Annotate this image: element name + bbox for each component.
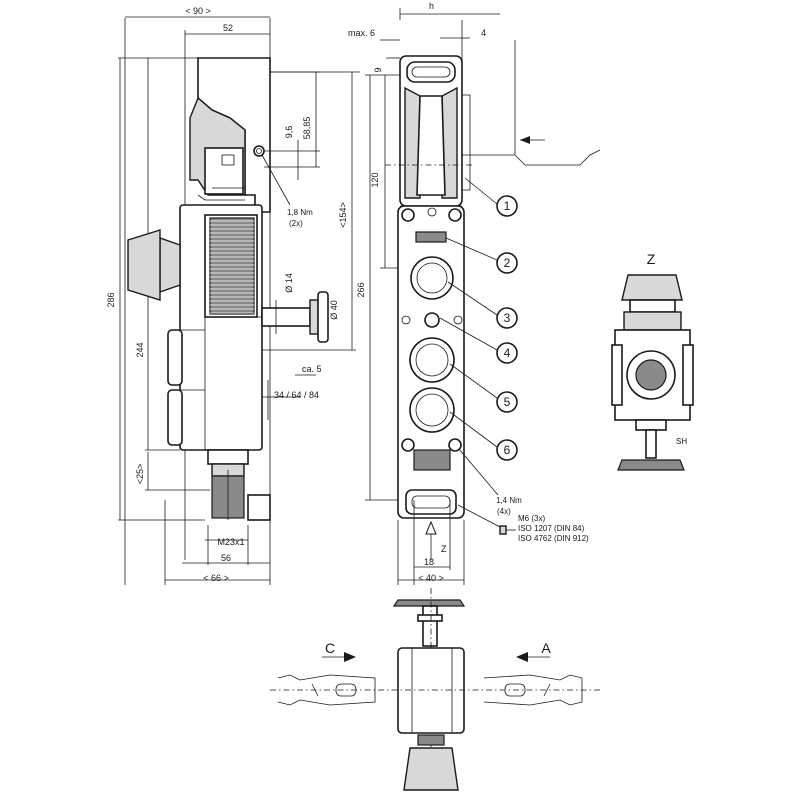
callout-6: 6	[496, 439, 518, 461]
view-z-arrow: Z	[441, 544, 447, 554]
dim-h: h	[429, 1, 434, 11]
dim-266: 266	[356, 282, 366, 297]
dim-18: 18	[424, 557, 434, 567]
dim-width-40: < 40 >	[418, 573, 444, 583]
view-z-sh-label: SH	[676, 437, 687, 446]
svg-text:6: 6	[504, 443, 511, 457]
torque-top: 1,8 Nm	[287, 208, 313, 217]
dim-height-286: 286	[106, 292, 116, 307]
dim-4: 4	[481, 28, 486, 38]
callout-3: 3	[496, 307, 518, 329]
svg-text:1: 1	[504, 199, 511, 213]
side-view: < 90 > 52 286 244 <25> 9,6 58,85 1,8 Nm	[106, 6, 360, 585]
screw-iso4762: ISO 4762 (DIN 912)	[518, 534, 589, 543]
cooling-fins	[209, 217, 255, 315]
svg-text:2: 2	[504, 256, 511, 270]
dim-154: <154>	[338, 202, 348, 228]
screw-m6: M6 (3x)	[518, 514, 545, 523]
dim-width-90: < 90 >	[185, 6, 211, 16]
dim-dia-40: Ø 40	[329, 300, 339, 320]
svg-text:3: 3	[504, 311, 511, 325]
dim-width-56: 56	[221, 553, 231, 563]
callout-2: 2	[496, 252, 518, 274]
svg-text:5: 5	[504, 395, 511, 409]
top-view-label-a: A	[541, 640, 551, 656]
top-view-label-c: C	[325, 640, 335, 656]
front-view: h max. 6 4 9 120 266	[348, 1, 601, 585]
screw-icon	[499, 525, 516, 535]
dim-58-85: 58,85	[302, 117, 312, 140]
callout-1: 1	[496, 195, 518, 217]
torque-top-qty: (2x)	[289, 219, 303, 228]
dim-max-6: max. 6	[348, 28, 375, 38]
view-z: Z SH	[611, 251, 694, 471]
dim-120: 120	[370, 172, 380, 187]
screw-iso1207: ISO 1207 (DIN 84)	[518, 524, 585, 533]
dim-width-52: 52	[223, 23, 233, 33]
torque-bottom-qty: (4x)	[497, 507, 511, 516]
dim-9: 9	[373, 67, 383, 72]
dim-width-66: < 66 >	[203, 573, 229, 583]
dim-height-244: 244	[135, 342, 145, 357]
dim-height-25: <25>	[135, 464, 145, 485]
callout-4: 4	[496, 342, 518, 364]
dim-9-6: 9,6	[284, 126, 294, 139]
dim-m23x1: M23x1	[217, 537, 244, 547]
view-z-title: Z	[647, 251, 656, 267]
callout-5: 5	[496, 391, 518, 413]
dim-ca-5: ca. 5	[302, 364, 322, 374]
svg-text:4: 4	[504, 346, 511, 360]
top-view: C A	[270, 588, 600, 791]
dim-dia-14: Ø 14	[284, 273, 294, 293]
dim-34-64-84: 34 / 64 / 84	[274, 390, 319, 400]
torque-bottom: 1,4 Nm	[496, 496, 522, 505]
